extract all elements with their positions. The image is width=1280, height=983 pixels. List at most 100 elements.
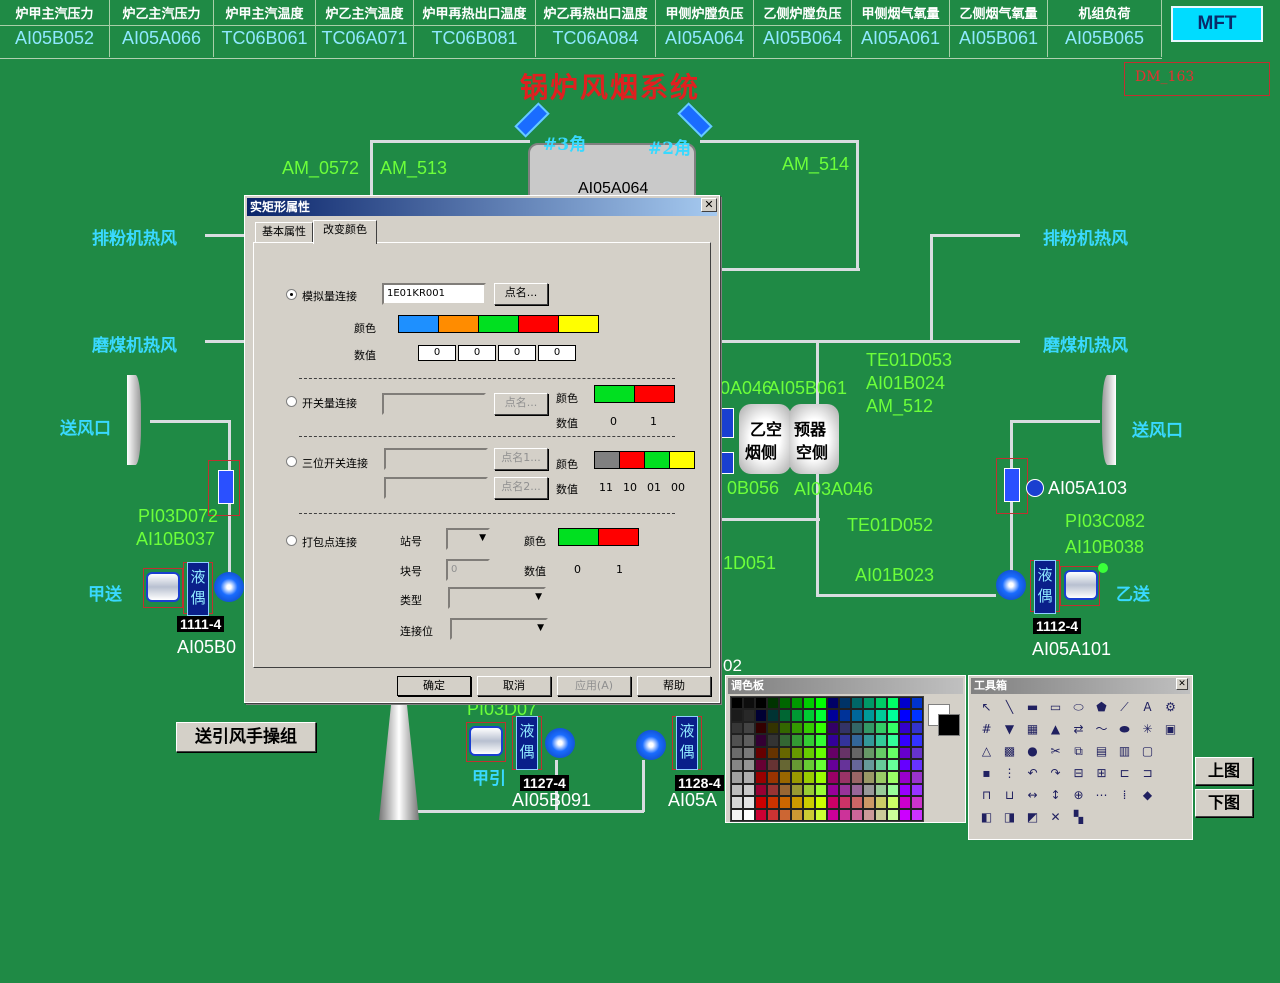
palette-color-cell[interactable]	[803, 808, 815, 821]
palette-color-cell[interactable]	[779, 771, 791, 784]
palette-color-cell[interactable]	[791, 796, 803, 809]
foreground-color-swatch[interactable]	[938, 714, 960, 736]
palette-color-cell[interactable]	[875, 697, 887, 710]
fan-icon[interactable]	[996, 570, 1026, 600]
palette-color-cell[interactable]	[863, 796, 875, 809]
palette-color-cell[interactable]	[803, 697, 815, 710]
color-swatch[interactable]	[398, 315, 439, 333]
palette-color-cell[interactable]	[911, 771, 923, 784]
star-icon[interactable]: ✳	[1142, 722, 1153, 736]
palette-color-cell[interactable]	[791, 808, 803, 821]
palette-color-cell[interactable]	[755, 783, 767, 797]
palette-color-cell[interactable]	[815, 734, 827, 747]
picture-icon[interactable]: ▩	[1003, 744, 1016, 758]
palette-color-cell[interactable]	[767, 721, 779, 735]
palette-color-cell[interactable]	[815, 796, 827, 809]
lr-icon[interactable]: ⇄	[1073, 722, 1084, 736]
palette-color-cell[interactable]	[887, 734, 899, 747]
color-swatch[interactable]	[634, 385, 675, 403]
palette-color-cell[interactable]	[779, 808, 791, 821]
palette-color-cell[interactable]	[827, 734, 839, 747]
palette-color-cell[interactable]	[887, 721, 899, 735]
palette-color-cell[interactable]	[755, 808, 767, 821]
close-icon[interactable]: ✕	[1176, 678, 1188, 690]
pack-bit-select[interactable]: ▼	[450, 618, 548, 640]
layer-icon[interactable]: ◧	[980, 810, 993, 824]
copy-icon[interactable]: ⧉	[1074, 744, 1083, 758]
palette-color-cell[interactable]	[731, 783, 743, 797]
palette-color-cell[interactable]	[911, 721, 923, 735]
palette-color-cell[interactable]	[815, 783, 827, 797]
palette-color-cell[interactable]	[827, 709, 839, 722]
header-cell-value[interactable]: AI05A061	[860, 28, 941, 48]
palette-color-cell[interactable]	[839, 746, 851, 759]
align-left-icon[interactable]: ⊏	[1119, 766, 1130, 780]
palette-color-cell[interactable]	[791, 697, 803, 710]
palette-color-cell[interactable]	[839, 721, 851, 735]
fluid-coupling[interactable]: 液偶	[1034, 560, 1056, 614]
palette-color-cell[interactable]	[827, 746, 839, 759]
palette-color-cell[interactable]	[791, 721, 803, 735]
palette-color-cell[interactable]	[887, 709, 899, 722]
palette-color-cell[interactable]	[875, 783, 887, 797]
cut-icon[interactable]: ✂	[1050, 744, 1061, 758]
palette-color-cell[interactable]	[803, 783, 815, 797]
tab-color[interactable]: 改变颜色	[313, 220, 377, 244]
color-swatch[interactable]	[619, 451, 645, 469]
palette-color-cell[interactable]	[803, 796, 815, 809]
palette-color-cell[interactable]	[803, 771, 815, 784]
palette-color-cell[interactable]	[731, 721, 743, 735]
palette-color-cell[interactable]	[779, 721, 791, 735]
mft-button[interactable]: MFT	[1171, 6, 1263, 42]
switch-radio[interactable]	[286, 396, 297, 407]
fluid-coupling[interactable]: 液偶	[516, 716, 538, 770]
palette-color-cell[interactable]	[899, 796, 911, 809]
palette-color-cell[interactable]	[731, 796, 743, 809]
palette-color-cell[interactable]	[875, 734, 887, 747]
palette-color-cell[interactable]	[791, 758, 803, 772]
rect-icon[interactable]: ▬	[1026, 700, 1039, 714]
analog-point-field[interactable]: 1E01KR001	[382, 283, 486, 305]
palette-color-cell[interactable]	[803, 709, 815, 722]
palette-color-cell[interactable]	[767, 783, 779, 797]
palette-color-cell[interactable]	[887, 783, 899, 797]
color-swatch[interactable]	[438, 315, 479, 333]
number-icon[interactable]: #	[981, 722, 992, 736]
group-icon[interactable]: ◨	[1003, 810, 1016, 824]
analog-number[interactable]: 0	[538, 345, 576, 361]
palette-color-cell[interactable]	[779, 709, 791, 722]
analog-pick-button[interactable]: 点名...	[494, 283, 548, 305]
palette-color-cell[interactable]	[743, 746, 755, 759]
bell-icon[interactable]: △	[981, 744, 992, 758]
palette-color-cell[interactable]	[731, 734, 743, 747]
tri-point2-field[interactable]	[384, 477, 488, 499]
palette-color-cell[interactable]	[839, 808, 851, 821]
redo-icon[interactable]: ↷	[1050, 766, 1061, 780]
table-icon[interactable]: ▦	[1026, 722, 1039, 736]
palette-color-cell[interactable]	[815, 771, 827, 784]
palette-color-cell[interactable]	[863, 709, 875, 722]
palette-color-cell[interactable]	[899, 697, 911, 710]
manual-control-button[interactable]: 送引风手操组	[176, 722, 316, 752]
palette-color-cell[interactable]	[755, 734, 767, 747]
color-swatch[interactable]	[478, 315, 519, 333]
align-right-icon[interactable]: ⊐	[1142, 766, 1153, 780]
palette-color-cell[interactable]	[863, 746, 875, 759]
apply-button[interactable]: 应用(A)	[557, 676, 631, 696]
palette-color-cell[interactable]	[815, 746, 827, 759]
header-cell-value[interactable]: AI05A064	[664, 28, 745, 48]
palette-color-cell[interactable]	[911, 758, 923, 772]
undo-icon[interactable]: ↶	[1027, 766, 1038, 780]
valve-icon[interactable]	[218, 470, 234, 504]
vertical-dots-icon[interactable]: ⁞	[1122, 788, 1127, 802]
tri-pick2-button[interactable]: 点名2...	[494, 477, 548, 499]
palette-color-cell[interactable]	[827, 758, 839, 772]
palette-color-cell[interactable]	[779, 746, 791, 759]
palette-color-cell[interactable]	[767, 746, 779, 759]
palette-color-cell[interactable]	[755, 697, 767, 710]
polygon-icon[interactable]: ⬟	[1096, 700, 1107, 714]
oval-icon[interactable]: ⬬	[1119, 722, 1130, 736]
color-swatch[interactable]	[558, 315, 599, 333]
fluid-coupling[interactable]: 液偶	[187, 562, 209, 616]
palette-color-cell[interactable]	[851, 721, 863, 735]
